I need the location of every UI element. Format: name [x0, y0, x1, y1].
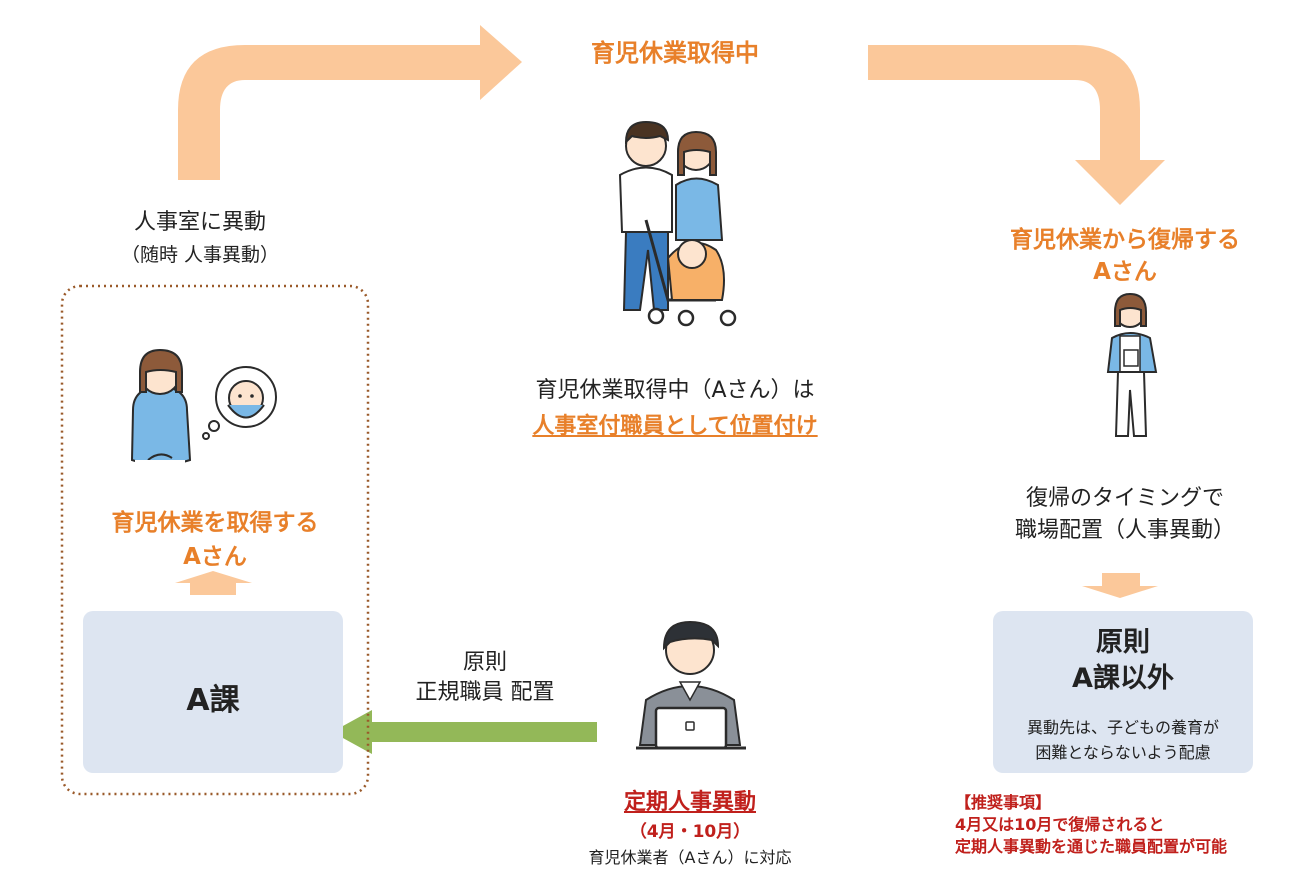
result-line1: 原則 — [1096, 627, 1150, 658]
top-label: 育児休業取得中 — [591, 39, 759, 67]
leave-taker-line2: Aさん — [183, 544, 247, 570]
recommendation: 【推奨事項】 4月又は10月で復帰されると 定期人事異動を通じた職員配置が可能 — [955, 792, 1300, 858]
transfer-label-line2: （随時 人事異動） — [120, 244, 280, 266]
arrow-up-small — [175, 571, 252, 595]
recommendation-title: 【推奨事項】 — [955, 793, 1052, 812]
center-caption: 育児休業取得中（Aさん）は 人事室付職員として位置付け — [480, 372, 870, 440]
leave-taker-line1: 育児休業を取得する — [111, 510, 319, 536]
result-box: 原則 A課以外 異動先は、子どもの養育が 困難とならないよう配慮 — [993, 611, 1253, 773]
placement-label: 原則 正規職員 配置 — [380, 648, 590, 708]
regular-transfer-title: 定期人事異動 — [623, 790, 756, 815]
result-line2: A課以外 — [1072, 663, 1174, 694]
staff-laptop-icon — [636, 620, 746, 750]
return-timing-line1: 復帰のタイミングで — [1025, 486, 1224, 511]
result-note2: 困難とならないよう配慮 — [1035, 743, 1211, 762]
leave-taker-label: 育児休業を取得する Aさん — [80, 506, 350, 574]
returnee-line2: Aさん — [1093, 259, 1157, 285]
placement-line1: 原則 — [462, 650, 507, 675]
regular-transfer: 定期人事異動 （4月・10月） 育児休業者（Aさん）に対応 — [555, 784, 825, 868]
return-timing-line2: 職場配置（人事異動） — [1014, 518, 1235, 543]
baby-thought-icon — [202, 366, 277, 440]
returning-woman-icon — [1106, 292, 1158, 437]
recommendation-line1: 4月又は10月で復帰されると — [955, 815, 1165, 834]
regular-transfer-months: （4月・10月） — [629, 822, 751, 842]
arrow-to-hr-office — [178, 25, 522, 180]
family-stroller-icon — [618, 120, 737, 327]
transfer-label-line1: 人事室に異動 — [133, 210, 266, 235]
returnee-line1: 育児休業から復帰する — [1010, 227, 1240, 253]
arrow-to-return — [868, 45, 1165, 205]
regular-transfer-note: 育児休業者（Aさん）に対応 — [588, 848, 792, 867]
section-a-label: A課 — [186, 683, 240, 718]
result-note1: 異動先は、子どもの養育が — [1026, 718, 1219, 737]
result-box-title: 原則 A課以外 — [993, 625, 1253, 697]
section-a-box: A課 — [83, 611, 343, 773]
arrow-placement — [332, 710, 597, 754]
result-box-note: 異動先は、子どもの養育が 困難とならないよう配慮 — [993, 715, 1253, 765]
center-caption-line2: 人事室付職員として位置付け — [532, 414, 818, 439]
dotted-frame — [60, 284, 370, 796]
recommendation-line2: 定期人事異動を通じた職員配置が可能 — [955, 837, 1228, 856]
pregnant-woman-icon — [130, 348, 192, 470]
arrow-down-small — [1082, 573, 1158, 598]
center-caption-line1: 育児休業取得中（Aさん）は — [535, 378, 815, 403]
returnee-label: 育児休業から復帰する Aさん — [985, 224, 1265, 288]
return-timing: 復帰のタイミングで 職場配置（人事異動） — [995, 483, 1255, 547]
placement-line2: 正規職員 配置 — [415, 680, 555, 705]
transfer-label: 人事室に異動 （随時 人事異動） — [100, 204, 300, 267]
